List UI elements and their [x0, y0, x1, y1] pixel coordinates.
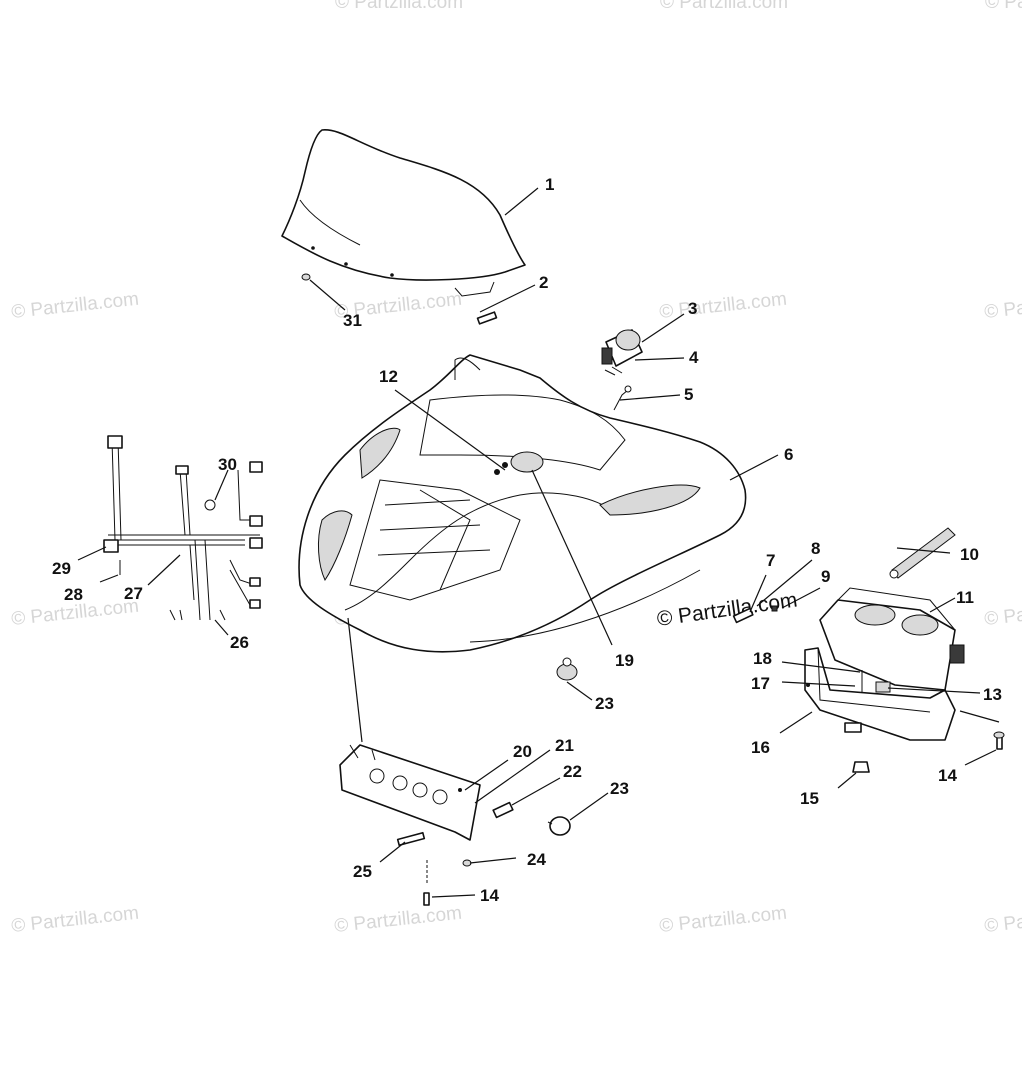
callout-11: 11: [956, 588, 974, 607]
headlight-hardware: [732, 605, 778, 624]
headlight-part: [819, 587, 965, 691]
callout-15: 15: [800, 789, 819, 808]
callout-9: 9: [821, 567, 830, 586]
bulb-part: [889, 527, 956, 579]
housing-hardware: [852, 731, 1005, 773]
callout-1: 1: [545, 175, 554, 194]
watermark: © Partzilla.com: [10, 903, 140, 937]
callout-31: 31: [343, 311, 362, 330]
callout-labels: 1 2 3 4 5 6 7 8 9 10 11 12 13 14 14 15 1…: [52, 175, 1002, 905]
watermark: © Partzilla.com: [983, 289, 1022, 323]
windshield-hardware: [301, 273, 498, 325]
callout-21: 21: [555, 736, 574, 755]
callout-17: 17: [751, 674, 770, 693]
callout-5: 5: [684, 385, 693, 404]
callout-4: 4: [689, 348, 699, 367]
watermark: © Partzilla.com: [10, 289, 140, 323]
watermark: © Partzilla.com: [658, 903, 788, 937]
watermark: © Partzilla.com: [983, 596, 1022, 630]
callout-16: 16: [751, 738, 770, 757]
watermark: © Partzilla.com: [983, 903, 1022, 937]
gauge-part: [601, 329, 643, 411]
callout-19: 19: [615, 651, 634, 670]
callout-14-bracket: 14: [480, 886, 499, 905]
callout-29: 29: [52, 559, 71, 578]
callout-28: 28: [64, 585, 83, 604]
hood-hardware: [494, 462, 508, 475]
housing-part: [804, 647, 956, 741]
callout-7: 7: [766, 551, 775, 570]
lower-hardware: [396, 831, 472, 906]
callout-25: 25: [353, 862, 372, 881]
callout-14-headlight: 14: [938, 766, 957, 785]
hood-part: [298, 354, 747, 653]
callout-23-lower: 23: [610, 779, 629, 798]
watermark: © Partzilla.com: [660, 0, 788, 13]
callout-8: 8: [811, 539, 820, 558]
leader-lines: [77, 187, 1000, 898]
callout-6: 6: [784, 445, 793, 464]
callout-26: 26: [230, 633, 249, 652]
grommet-lower-part: [547, 816, 571, 836]
callout-20: 20: [513, 742, 532, 761]
watermark: © Partzilla.com: [985, 0, 1022, 13]
callout-22: 22: [563, 762, 582, 781]
callout-24: 24: [527, 850, 546, 869]
callout-2: 2: [539, 273, 548, 292]
callout-18: 18: [753, 649, 772, 668]
windshield-part: [281, 129, 526, 297]
grommet-part: [556, 657, 578, 681]
watermark: © Partzilla.com: [335, 0, 463, 13]
callout-12: 12: [379, 367, 398, 386]
callout-10: 10: [960, 545, 979, 564]
callout-3: 3: [688, 299, 697, 318]
callout-27: 27: [124, 584, 143, 603]
callout-23-upper: 23: [595, 694, 614, 713]
watermark: © Partzilla.com: [333, 903, 463, 937]
wiring-harness-part: [103, 435, 263, 621]
callout-13: 13: [983, 685, 1002, 704]
callout-30: 30: [218, 455, 237, 474]
bracket-part: [339, 744, 514, 841]
